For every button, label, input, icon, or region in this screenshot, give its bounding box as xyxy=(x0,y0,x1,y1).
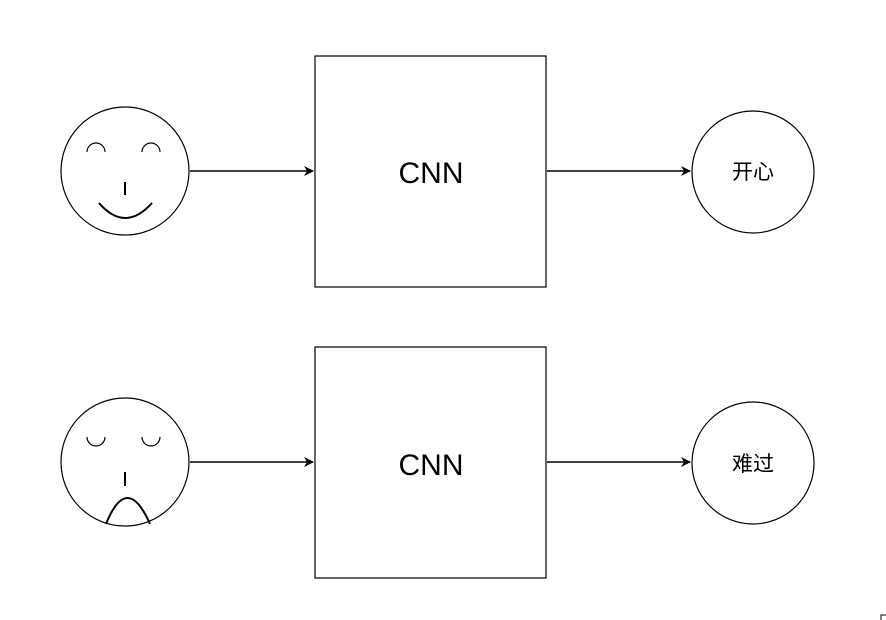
happy-face-icon xyxy=(60,106,190,236)
output-node-happy: 开心 xyxy=(691,110,815,234)
output-node-sad: 难过 xyxy=(691,401,815,525)
diagram-row-sad: CNN 难过 xyxy=(60,346,815,579)
corner-mark xyxy=(880,614,886,620)
output-label: 难过 xyxy=(732,452,774,476)
cnn-label: CNN xyxy=(399,157,464,190)
output-label: 开心 xyxy=(732,160,774,184)
cnn-label: CNN xyxy=(399,449,464,482)
sad-face-icon xyxy=(60,397,190,527)
cnn-box: CNN xyxy=(314,346,547,579)
cnn-box: CNN xyxy=(314,55,547,288)
diagram-row-happy: CNN 开心 xyxy=(60,55,815,288)
